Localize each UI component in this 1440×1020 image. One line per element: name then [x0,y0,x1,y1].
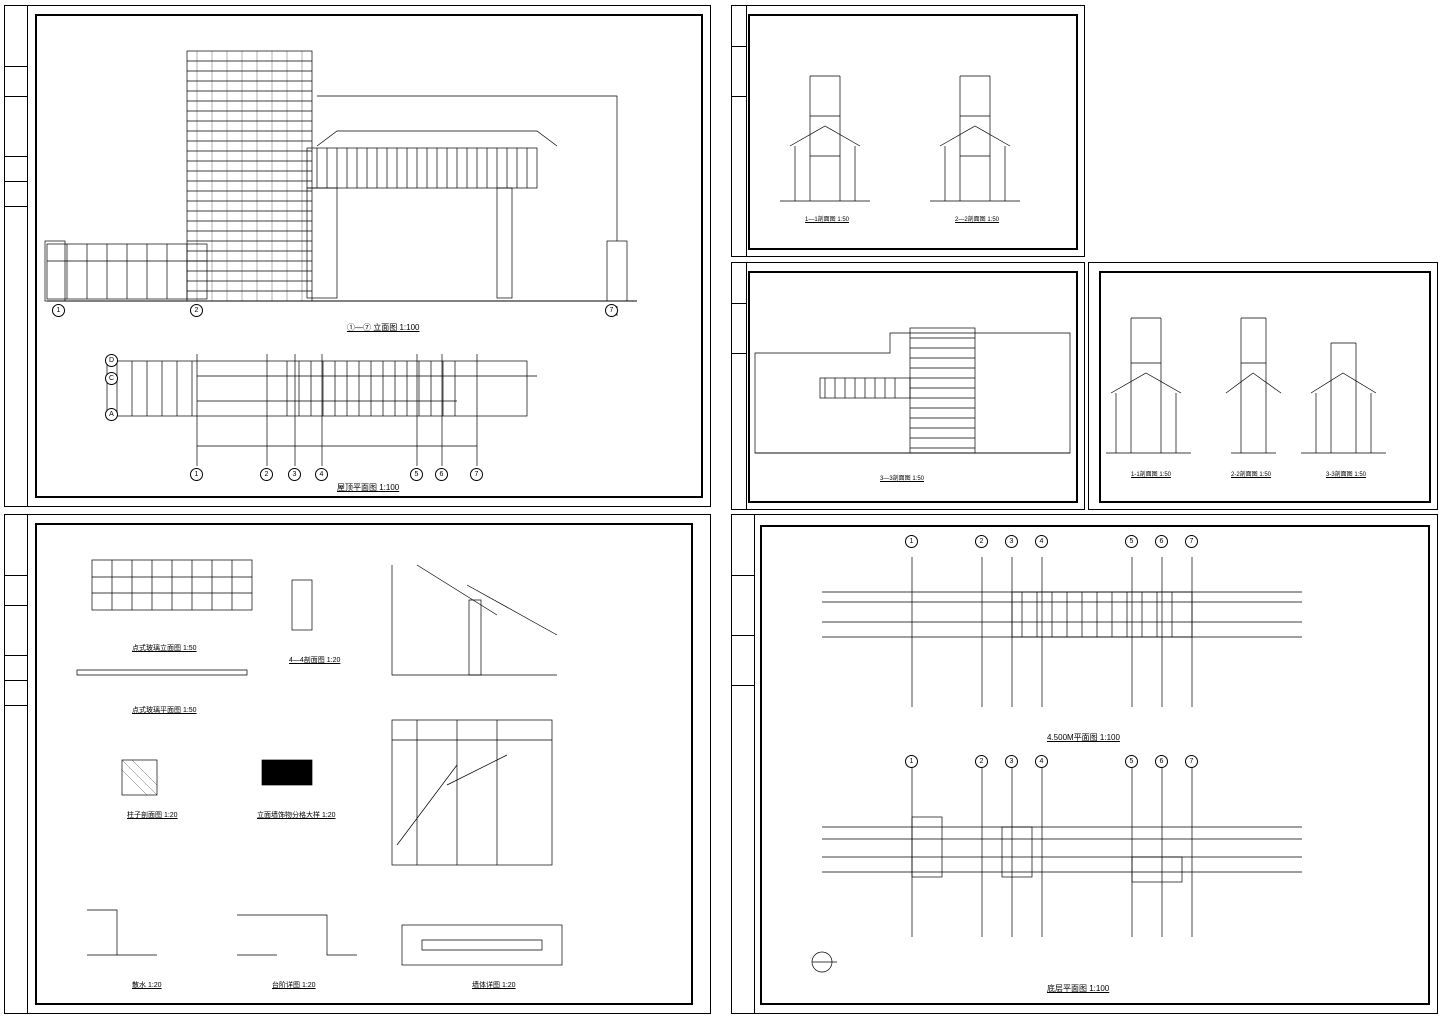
title-block [732,515,755,1013]
section-drawings [780,75,1020,202]
axis-bubble: 3 [1005,535,1018,548]
axis-bubble: 3 [1005,755,1018,768]
axis-bubble: 1 [52,304,65,317]
axis-bubble: 5 [1125,535,1138,548]
caption-column-section: 柱子剖面图 1:20 [127,812,178,819]
axis-bubble: 7 [605,304,618,317]
detail-drawings [76,559,563,966]
caption-wall-pattern: 立面墙饰物分格大样 1:20 [257,812,336,819]
caption-glass-plan: 点式玻璃平面图 1:50 [132,707,197,714]
caption-glass-elevation: 点式玻璃立面图 1:50 [132,645,197,652]
axis-bubble: 6 [1155,535,1168,548]
caption-section-c: 3-3剖面图 1:50 [1326,472,1367,478]
caption-section-2: 2—2剖面图 1:50 [955,217,1000,223]
axis-bubble: 7 [470,468,483,481]
drawing-frame: 1-1剖面图 1:50 2-2剖面图 1:50 3-3剖面图 1:50 [1099,271,1431,503]
drawing-frame: 1 2 3 4 5 6 7 1 2 3 4 5 6 7 4.500M平面图 1:… [760,525,1430,1005]
axis-bubble: 2 [975,535,988,548]
section-drawings [1106,317,1386,454]
drawing-frame: 3—3剖面图 1:50 [748,271,1078,503]
brick-tower [186,50,313,302]
caption-section-1: 1—1剖面图 1:50 [805,217,850,223]
axis-bubble: 3 [288,468,301,481]
axis-bubble: 2 [975,755,988,768]
drawing-sheet-1: 1 2 7 D C A 1 2 3 4 5 6 7 ①—⑦ 立面图 1:100 … [4,5,711,507]
title-block [5,6,28,506]
caption-upper-plan: 4.500M平面图 1:100 [1047,733,1120,742]
axis-bubble: 2 [190,304,203,317]
drawing-sheet-6: 1 2 3 4 5 6 7 1 2 3 4 5 6 7 4.500M平面图 1:… [731,514,1438,1014]
axis-bubble: D [105,354,118,367]
axis-bubble: 7 [1185,535,1198,548]
axis-bubble: 1 [905,535,918,548]
axis-bubble: 6 [435,468,448,481]
drawing-frame: 点式玻璃立面图 1:50 4—4剖面图 1:20 点式玻璃平面图 1:50 柱子… [35,523,693,1005]
section-drawing [754,327,1071,454]
title-block [732,263,747,509]
axis-bubble: 6 [1155,755,1168,768]
floor-plans [811,557,1302,973]
title-block [732,6,747,256]
caption-steps: 台阶详图 1:20 [272,982,316,989]
caption-ground-plan: 底层平面图 1:100 [1047,984,1110,993]
axis-bubble: A [105,408,118,421]
caption-wall-detail: 墙体详图 1:20 [472,982,516,989]
axis-bubble: 4 [315,468,328,481]
caption-section-4: 4—4剖面图 1:20 [289,657,341,664]
axis-bubble: 1 [905,755,918,768]
axis-bubble: 5 [1125,755,1138,768]
drawing-sheet-4: 1-1剖面图 1:50 2-2剖面图 1:50 3-3剖面图 1:50 [1088,262,1438,510]
axis-bubble: 7 [1185,755,1198,768]
axis-bubble: 1 [190,468,203,481]
drawing-sheet-5: 点式玻璃立面图 1:50 4—4剖面图 1:20 点式玻璃平面图 1:50 柱子… [4,514,711,1014]
axis-bubble: 4 [1035,535,1048,548]
caption-section-b: 2-2剖面图 1:50 [1231,472,1272,478]
caption-section-a: 1-1剖面图 1:50 [1131,472,1172,478]
axis-bubble: C [105,372,118,385]
axis-bubble: 2 [260,468,273,481]
caption-apron: 散水 1:20 [132,982,162,989]
caption-section-3: 3—3剖面图 1:50 [880,476,925,482]
drawing-frame: 1—1剖面图 1:50 2—2剖面图 1:50 [748,14,1078,250]
axis-bubble: 5 [410,468,423,481]
elevation-drawing [44,50,637,466]
caption-roof-plan: 屋顶平面图 1:100 [337,483,400,492]
title-block [5,515,28,1013]
drawing-sheet-2: 1—1剖面图 1:50 2—2剖面图 1:50 [731,5,1085,257]
drawing-frame: 1 2 7 D C A 1 2 3 4 5 6 7 ①—⑦ 立面图 1:100 … [35,14,703,498]
caption-elevation: ①—⑦ 立面图 1:100 [347,323,420,332]
drawing-sheet-3: 3—3剖面图 1:50 [731,262,1085,510]
axis-bubble: 4 [1035,755,1048,768]
